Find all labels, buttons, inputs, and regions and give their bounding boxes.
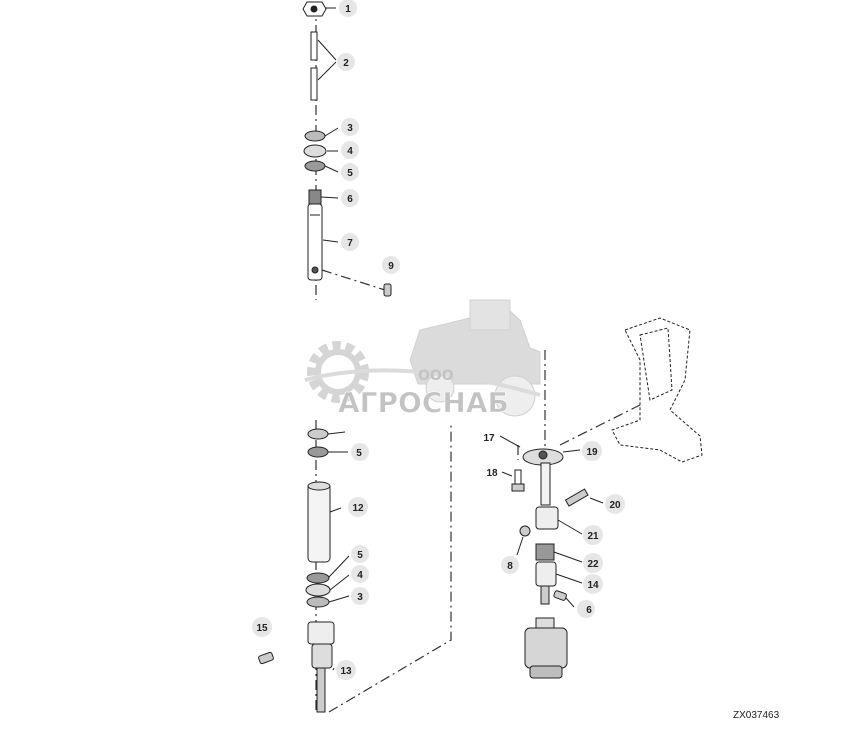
callout-7: 7: [341, 233, 359, 251]
svg-text:9: 9: [388, 261, 394, 272]
tube-part-12: [307, 483, 331, 563]
callout-21: 21: [583, 525, 603, 545]
callout-leaders: [317, 7, 604, 671]
mounting-bracket: [611, 317, 703, 463]
setscrew-part-15: [258, 651, 274, 665]
svg-text:4: 4: [357, 570, 363, 581]
washer-part-5-lower: [307, 446, 329, 458]
svg-text:3: 3: [357, 592, 363, 603]
svg-text:19: 19: [586, 447, 598, 458]
callouts: 1 2 3 4 5 6 7 9 5 12 5 4 3 15 13 17 18 1…: [252, 0, 625, 680]
svg-text:17: 17: [483, 433, 495, 444]
washer-part-3: [304, 130, 326, 142]
watermark-prefix: ООО: [418, 368, 454, 384]
svg-text:4: 4: [347, 146, 353, 157]
callout-6: 6: [341, 189, 359, 207]
pin-part-2b: [310, 67, 318, 101]
callout-17: 17: [483, 433, 495, 444]
svg-text:1: 1: [345, 4, 351, 15]
callout-18: 18: [486, 468, 498, 479]
harvester-icon: [409, 299, 541, 417]
svg-text:20: 20: [609, 500, 621, 511]
svg-text:7: 7: [347, 238, 353, 249]
svg-text:18: 18: [486, 468, 498, 479]
pin-part-9: [383, 283, 392, 297]
callout-22: 22: [583, 553, 603, 573]
svg-text:21: 21: [587, 531, 599, 542]
motor-unit: [524, 617, 568, 679]
callout-4-bottom: 4: [351, 565, 369, 583]
callout-9: 9: [382, 256, 400, 274]
washer-part-4-bottom: [305, 583, 331, 597]
yoke-part-21: [535, 506, 559, 530]
reference-code: ZX037463: [733, 710, 780, 721]
svg-text:22: 22: [587, 559, 599, 570]
callout-2: 2: [337, 53, 355, 71]
shaft-part-7: [307, 203, 323, 281]
svg-text:12: 12: [352, 503, 364, 514]
svg-text:5: 5: [356, 448, 362, 459]
svg-text:6: 6: [586, 605, 592, 616]
joint-part-13: [307, 621, 335, 645]
bolt-part-20: [564, 488, 589, 507]
cross-part-22: [535, 543, 555, 561]
washer-part-upper: [307, 428, 329, 440]
callout-6-right: 6: [577, 600, 595, 618]
svg-text:6: 6: [347, 194, 353, 205]
callout-15: 15: [252, 617, 272, 637]
callout-13: 13: [336, 660, 356, 680]
nut-part-8: [519, 525, 531, 537]
setscrew-part-6-right: [553, 590, 567, 601]
callout-1: 1: [339, 0, 357, 17]
left-assembly-bottom: [258, 428, 335, 713]
right-assembly: [511, 317, 703, 679]
spring-part-6: [308, 189, 322, 205]
washer-part-3-bottom: [306, 596, 330, 608]
washer-part-4: [303, 144, 327, 158]
svg-text:5: 5: [347, 168, 353, 179]
callout-14: 14: [583, 574, 603, 594]
callout-12: 12: [348, 497, 368, 517]
svg-text:13: 13: [340, 666, 352, 677]
callout-8: 8: [501, 556, 519, 574]
washer-part-5-bottom: [306, 572, 330, 584]
svg-text:14: 14: [587, 580, 599, 591]
callout-3: 3: [341, 118, 359, 136]
yoke-part-14: [535, 561, 557, 587]
shaft-part-right: [540, 462, 551, 506]
watermark-company-name: АГРОСНАБ: [338, 386, 509, 419]
callout-4: 4: [341, 141, 359, 159]
callout-20: 20: [605, 494, 625, 514]
callout-5: 5: [341, 163, 359, 181]
svg-text:2: 2: [343, 58, 349, 69]
left-assembly-top: [302, 1, 392, 297]
pin-part-2a: [310, 31, 318, 61]
svg-text:3: 3: [347, 123, 353, 134]
watermark: ООО АГРОСНАБ: [304, 299, 541, 419]
gear-icon: [307, 341, 369, 403]
washer-part-5: [304, 160, 326, 172]
callout-5-lower: 5: [351, 443, 369, 461]
callout-19: 19: [582, 441, 602, 461]
svg-text:15: 15: [256, 623, 268, 634]
callout-5-bottom: 5: [351, 545, 369, 563]
svg-text:8: 8: [507, 561, 513, 572]
svg-text:5: 5: [357, 550, 363, 561]
callout-3-bottom: 3: [351, 587, 369, 605]
